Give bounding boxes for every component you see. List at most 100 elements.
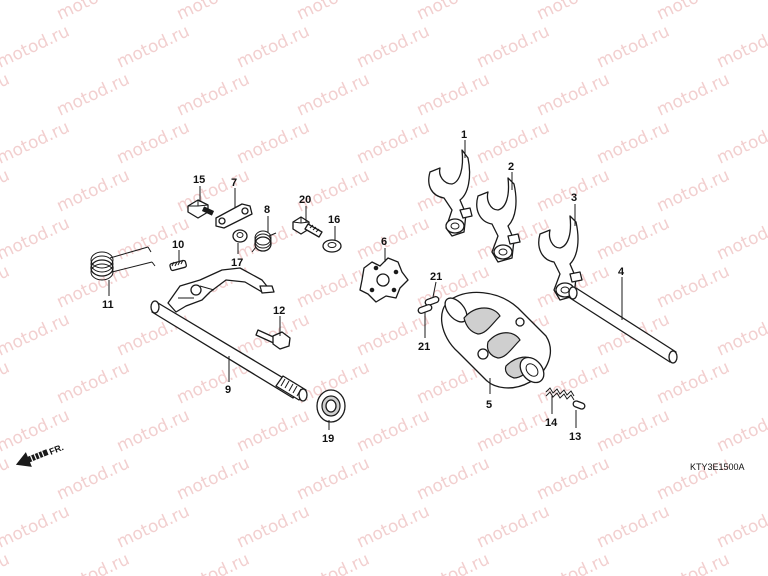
callout-21-lower: 21 bbox=[418, 341, 430, 353]
watermark-text: motod.ru bbox=[174, 69, 253, 120]
watermark-text: motod.ru bbox=[0, 165, 13, 216]
watermark-text: motod.ru bbox=[234, 501, 313, 552]
callout-10: 10 bbox=[172, 239, 184, 251]
watermark-text: motod.ru bbox=[234, 117, 313, 168]
callout-14: 14 bbox=[545, 417, 558, 429]
watermark-text: motod.ru bbox=[654, 549, 733, 576]
part-4-fork-shaft[interactable] bbox=[568, 286, 678, 364]
watermark-text: motod.ru bbox=[654, 69, 733, 120]
callout-12: 12 bbox=[273, 305, 285, 317]
watermark-text: motod.ru bbox=[714, 213, 768, 264]
front-direction-label: FR. bbox=[48, 442, 65, 457]
watermark-text: motod.ru bbox=[0, 549, 13, 576]
part-19-oil-seal[interactable] bbox=[316, 389, 346, 423]
watermark-text: motod.ru bbox=[354, 501, 433, 552]
part-16-washer[interactable] bbox=[322, 239, 342, 253]
leader-lines bbox=[108, 140, 623, 430]
watermark-text: motod.ru bbox=[654, 261, 733, 312]
watermark-text: motod.ru bbox=[534, 165, 613, 216]
watermark-text: motod.ru bbox=[354, 213, 433, 264]
watermark-text: motod.ru bbox=[594, 213, 673, 264]
part-7-stopper-plate[interactable] bbox=[215, 203, 253, 229]
watermark-text: motod.ru bbox=[234, 21, 313, 72]
watermark-text: motod.ru bbox=[114, 117, 193, 168]
watermark-text: motod.ru bbox=[714, 309, 768, 360]
watermark-text: motod.ru bbox=[654, 357, 733, 408]
callout-21-upper: 21 bbox=[430, 271, 442, 283]
callout-labels: 1 2 3 4 5 6 7 8 9 10 11 12 13 14 15 16 1… bbox=[102, 129, 625, 445]
part-17-collar[interactable] bbox=[232, 229, 248, 243]
callout-19: 19 bbox=[322, 433, 334, 445]
callout-4: 4 bbox=[618, 266, 625, 278]
watermark-text: motod.ru bbox=[234, 405, 313, 456]
watermark-text: motod.ru bbox=[0, 309, 73, 360]
part-5-shift-drum[interactable] bbox=[440, 291, 551, 389]
part-2-shift-fork[interactable] bbox=[476, 177, 521, 263]
watermark-text: motod.ru bbox=[54, 0, 133, 25]
callout-2: 2 bbox=[508, 161, 514, 173]
watermark-text: motod.ru bbox=[654, 165, 733, 216]
callout-7: 7 bbox=[231, 177, 237, 189]
part-12-pin[interactable] bbox=[255, 329, 291, 350]
watermark-text: motod.ru bbox=[0, 453, 13, 504]
watermark-text: motod.ru bbox=[0, 501, 73, 552]
watermark-text: motod.ru bbox=[414, 453, 493, 504]
watermark-text: motod.ru bbox=[234, 309, 313, 360]
watermark-text: motod.ru bbox=[474, 21, 553, 72]
watermark-text: motod.ru bbox=[534, 453, 613, 504]
part-9-gearshift-spindle[interactable] bbox=[150, 267, 308, 402]
watermark-text: motod.ru bbox=[54, 357, 133, 408]
part-10-pin[interactable] bbox=[169, 259, 187, 272]
callout-17: 17 bbox=[231, 257, 243, 269]
watermark-text: motod.ru bbox=[714, 117, 768, 168]
watermark-text: motod.ru bbox=[0, 261, 13, 312]
watermark-text: motod.ru bbox=[0, 0, 13, 25]
watermark-text: motod.ru bbox=[54, 453, 133, 504]
watermark-text: motod.ru bbox=[0, 213, 73, 264]
callout-13: 13 bbox=[569, 431, 581, 443]
watermark-text: motod.ru bbox=[174, 0, 253, 25]
watermark-text: motod.ru bbox=[474, 501, 553, 552]
callout-11: 11 bbox=[102, 299, 114, 311]
watermark-text: motod.ru bbox=[294, 549, 373, 576]
watermark-text: motod.ru bbox=[174, 549, 253, 576]
watermark-text: motod.ru bbox=[54, 549, 133, 576]
watermark-text: motod.ru bbox=[354, 21, 433, 72]
part-14-spring[interactable] bbox=[545, 387, 575, 401]
watermark-text: motod.ru bbox=[474, 405, 553, 456]
callout-20: 20 bbox=[299, 194, 311, 206]
part-15-bolt[interactable] bbox=[187, 199, 215, 219]
watermark-text: motod.ru bbox=[414, 0, 493, 25]
watermark-text: motod.ru bbox=[414, 549, 493, 576]
watermark-text: motod.ru bbox=[294, 69, 373, 120]
watermark-text: motod.ru bbox=[114, 405, 193, 456]
watermark-text: motod.ru bbox=[594, 117, 673, 168]
front-direction-arrow-icon bbox=[15, 449, 49, 467]
watermark-text: motod.ru bbox=[0, 117, 73, 168]
watermark-text: motod.ru bbox=[714, 405, 768, 456]
watermark-text: motod.ru bbox=[594, 21, 673, 72]
watermark-text: motod.ru bbox=[114, 21, 193, 72]
part-11-spring[interactable] bbox=[90, 246, 156, 281]
callout-15: 15 bbox=[193, 174, 205, 186]
part-21-dowel-pin-upper[interactable] bbox=[424, 295, 440, 307]
callout-6: 6 bbox=[381, 236, 387, 248]
watermark-text: motod.ru bbox=[414, 69, 493, 120]
part-1-shift-fork[interactable] bbox=[428, 149, 473, 237]
part-21-dowel-pin-lower[interactable] bbox=[417, 303, 433, 315]
callout-1: 1 bbox=[461, 129, 467, 141]
callout-3: 3 bbox=[571, 192, 577, 204]
watermark-text: motod.ru bbox=[534, 549, 613, 576]
part-8-return-spring[interactable] bbox=[251, 230, 277, 253]
watermark-text: motod.ru bbox=[114, 501, 193, 552]
part-6-shift-drum-center[interactable] bbox=[359, 257, 409, 303]
part-20-bolt[interactable] bbox=[292, 216, 323, 238]
watermark-text: motod.ru bbox=[354, 405, 433, 456]
watermark-text: motod.ru bbox=[174, 453, 253, 504]
watermark-text: motod.ru bbox=[294, 453, 373, 504]
watermark-text: motod.ru bbox=[354, 117, 433, 168]
callout-9: 9 bbox=[225, 384, 231, 396]
part-13-pin[interactable] bbox=[572, 400, 586, 410]
